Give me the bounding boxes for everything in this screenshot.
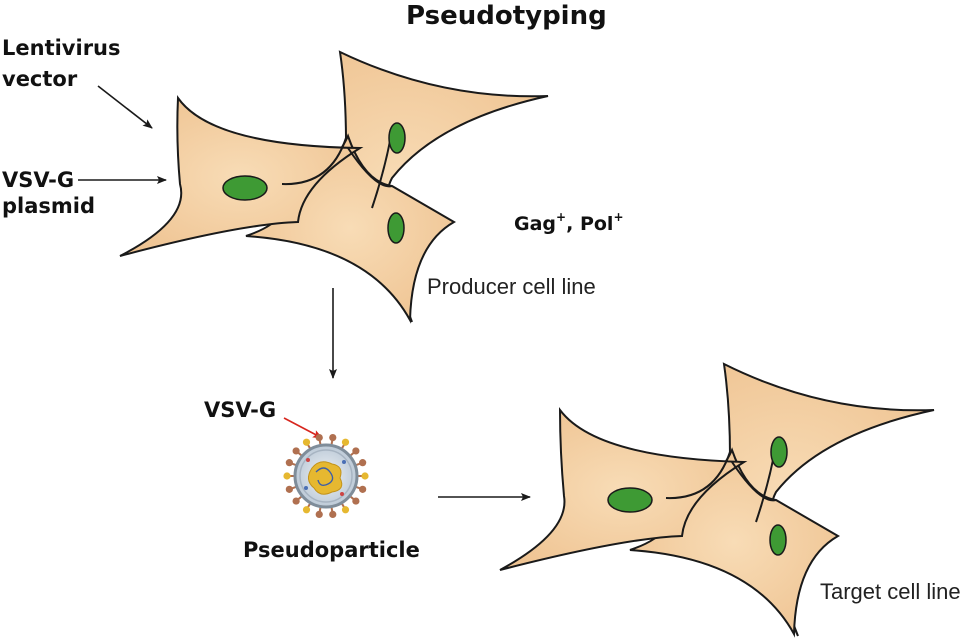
plasmid-label-line-1: VSV-G — [2, 168, 75, 192]
vsvg-plasmid-label: VSV-G plasmid — [2, 168, 95, 218]
vsvg-spike-head — [361, 472, 369, 480]
lentivirus-vector-label: Lentivirus vector — [2, 36, 121, 91]
producer-nucleus-lower — [387, 212, 405, 244]
plasmid-label-line-2: plasmid — [2, 194, 96, 219]
vsvg-spike-head — [341, 506, 350, 514]
vsvg-spike-head — [285, 459, 293, 467]
vsvg-pointer-arrow — [283, 417, 323, 439]
producer-cell-line-label: Producer cell line — [427, 274, 596, 299]
vsvg-spike-head — [359, 485, 367, 493]
target-nucleus-upper — [770, 436, 788, 468]
viral-protein-dot-4 — [340, 492, 344, 496]
vsvg-spike-head — [315, 433, 323, 442]
producer-nucleus-left — [222, 175, 268, 201]
lentivirus-arrow — [97, 85, 153, 129]
lentivirus-label-line-1: Lentivirus — [2, 36, 121, 60]
lentivirus-label-line-2: vector — [2, 67, 78, 92]
target-cell-cluster — [499, 362, 935, 638]
pseudoparticle-label: Pseudoparticle — [243, 538, 420, 562]
vsvg-spike-head — [283, 472, 291, 480]
vsvg-spike-head — [302, 506, 311, 514]
vsvg-envelope-label: VSV-G — [204, 398, 277, 422]
vsvg-spike-head — [352, 447, 360, 455]
viral-genome — [315, 467, 334, 487]
gag-label: Gag — [514, 213, 557, 235]
viral-protein-dot-3 — [304, 486, 308, 490]
vsvg-spike-head — [352, 497, 360, 505]
pseudoparticle-icon — [283, 433, 369, 519]
diagram-title: Pseudotyping — [406, 1, 607, 31]
gene-separator: , — [566, 213, 580, 235]
vsvg-spike-head — [292, 447, 300, 455]
vsvg-spike-head — [329, 510, 337, 519]
vsvg-spike-head — [292, 497, 300, 505]
vsvg-spike-head — [285, 485, 293, 493]
producer-cell-cluster — [119, 50, 549, 324]
gag-pol-label: Gag+, Pol+ — [514, 211, 624, 236]
vsvg-spike-head — [302, 438, 311, 446]
target-nucleus-left — [607, 487, 653, 513]
viral-protein-dot-1 — [306, 458, 310, 462]
target-cell-line-label: Target cell line — [820, 579, 961, 604]
pol-superscript: + — [613, 210, 624, 224]
vsvg-spike-head — [315, 510, 323, 519]
viral-membrane-inner — [299, 449, 353, 503]
viral-capsid — [308, 461, 343, 495]
vsvg-spike-head — [329, 433, 337, 442]
vsvg-spike-head — [359, 459, 367, 467]
producer-nucleus-upper — [388, 122, 406, 154]
vsvg-spike-head — [341, 438, 350, 446]
viral-protein-dot-2 — [342, 460, 346, 464]
gag-superscript: + — [556, 210, 567, 224]
target-nucleus-lower — [769, 524, 787, 556]
pol-label: Pol — [579, 213, 614, 235]
